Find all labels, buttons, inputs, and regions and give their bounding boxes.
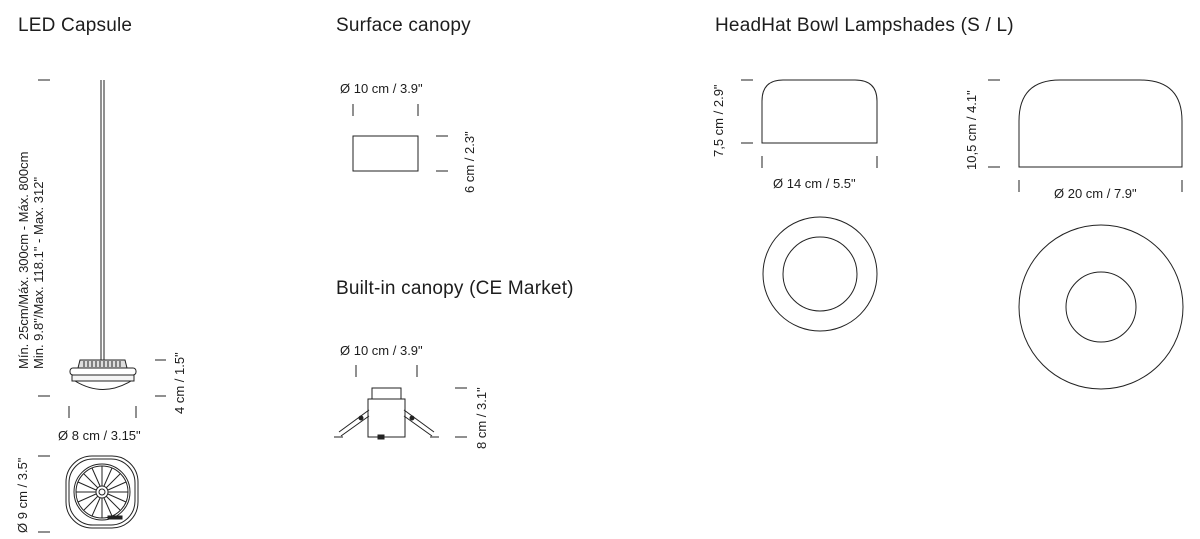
headhat-small-height-dimension xyxy=(741,80,753,143)
headhat-large-height-dimension xyxy=(988,80,1000,167)
led-capsule-diameter-dimension xyxy=(69,406,136,418)
builtin-canopy-shape xyxy=(334,388,439,439)
cable-length-label: Mín. 25cm/Máx. 300cm - Máx. 800cm Min. 9… xyxy=(16,69,46,369)
cable-length-metric: Mín. 25cm/Máx. 300cm - Máx. 800cm xyxy=(16,151,31,369)
led-capsule-height-label: 4 cm / 1.5" xyxy=(172,352,187,414)
headhat-large-diameter-dimension xyxy=(1019,180,1182,192)
led-capsule-cable xyxy=(101,80,104,360)
surface-canopy-height-label: 6 cm / 2.3" xyxy=(462,131,477,193)
cable-length-imperial: Min. 9.8"/Max. 118.1" - Max. 312" xyxy=(31,176,46,369)
led-capsule-top-view xyxy=(66,456,138,528)
headhat-small-side-view xyxy=(762,80,877,143)
surface-canopy-title: Surface canopy xyxy=(336,15,471,36)
led-capsule-title: LED Capsule xyxy=(18,15,133,36)
surface-canopy-diameter-label: Ø 10 cm / 3.9" xyxy=(340,81,423,96)
led-capsule-top-diameter-label: Ø 9 cm / 3.5" xyxy=(15,457,30,533)
led-capsule-diameter-label: Ø 8 cm / 3.15" xyxy=(58,428,141,443)
led-capsule-side-view xyxy=(70,360,136,390)
builtin-canopy-height-label: 8 cm / 3.1" xyxy=(474,387,489,449)
headhat-small-diameter-label: Ø 14 cm / 5.5" xyxy=(773,176,856,191)
headhat-small-height-label: 7,5 cm / 2.9" xyxy=(711,84,726,157)
headhat-small-top-view xyxy=(763,217,877,331)
cable-length-dimension xyxy=(38,80,50,396)
headhat-title: HeadHat Bowl Lampshades (S / L) xyxy=(715,15,1014,36)
builtin-canopy-diameter-dimension xyxy=(356,365,417,377)
builtin-canopy-diameter-label: Ø 10 cm / 3.9" xyxy=(340,343,423,358)
surface-canopy-diameter-dimension xyxy=(353,104,418,116)
headhat-small-diameter-dimension xyxy=(762,156,877,168)
builtin-canopy-height-dimension xyxy=(455,388,467,437)
builtin-canopy-title: Built-in canopy (CE Market) xyxy=(336,278,574,299)
headhat-large-top-view xyxy=(1019,225,1183,389)
led-capsule-top-dimension xyxy=(38,456,50,532)
headhat-large-side-view xyxy=(1019,80,1182,167)
surface-canopy-height-dimension xyxy=(436,136,448,171)
led-capsule-height-dimension xyxy=(155,360,166,396)
headhat-large-height-label: 10,5 cm / 4.1" xyxy=(964,90,979,170)
surface-canopy-shape xyxy=(353,136,418,171)
headhat-large-diameter-label: Ø 20 cm / 7.9" xyxy=(1054,186,1137,201)
